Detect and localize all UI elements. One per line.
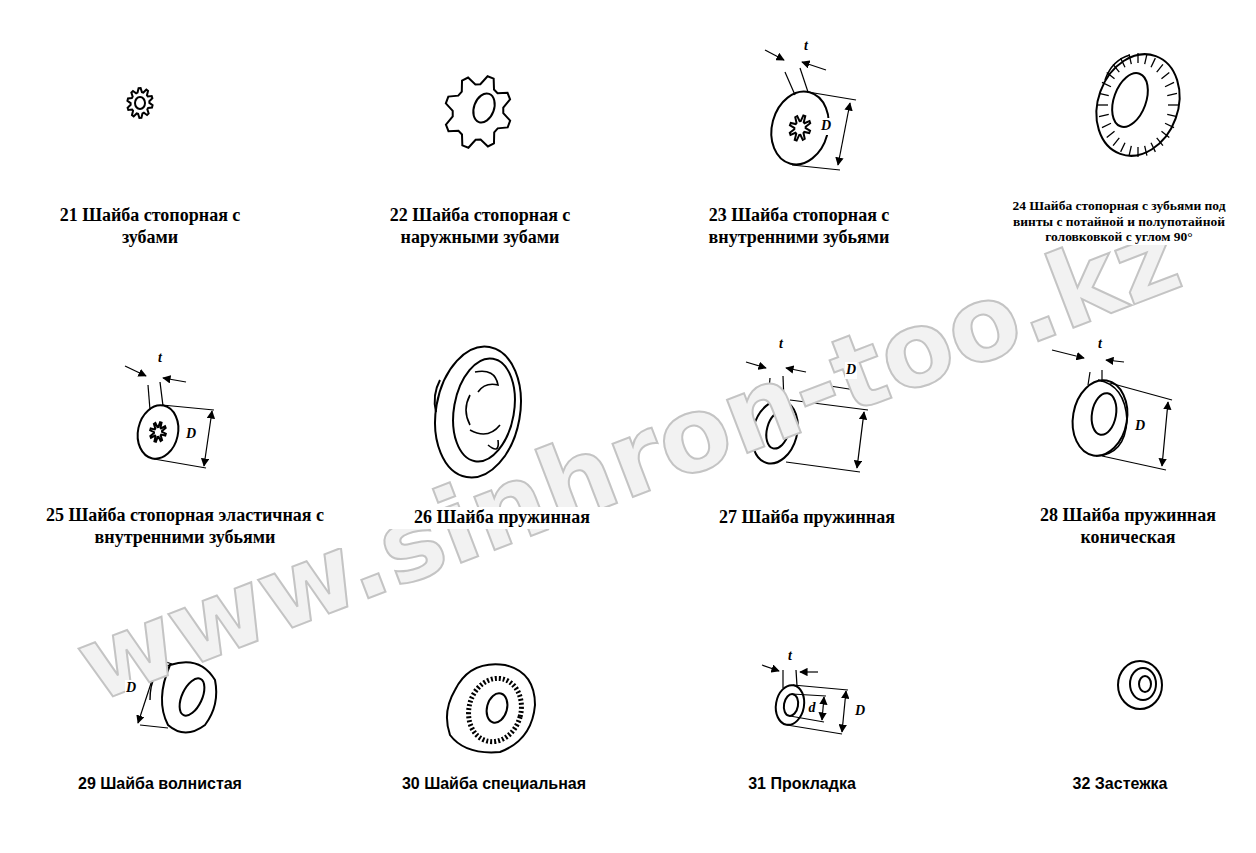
washer-28 [1052, 350, 1172, 470]
tooth-line [1137, 147, 1138, 157]
caption: 26 Шайба пружинная [385, 507, 619, 529]
tooth-line [1098, 104, 1108, 105]
dimension-label: D [845, 362, 857, 379]
washer-hole [469, 90, 498, 125]
tooth-line [1099, 114, 1109, 116]
caption: 28 Шайба пружинная коническая [1006, 505, 1250, 548]
caption: 22 Шайба стопорная с наружными зубами [358, 205, 602, 248]
tooth-line [1137, 53, 1138, 63]
washer-23 [763, 50, 856, 171]
dimension-label: D [185, 426, 197, 443]
tooth-line [1168, 104, 1178, 105]
washer-hole [135, 97, 145, 109]
tooth-line [1102, 123, 1111, 127]
dimension-label: d [808, 700, 817, 717]
tooth-line [1167, 114, 1177, 116]
toothed-washer [436, 68, 519, 157]
tooth-line [1102, 82, 1111, 86]
tooth-line [1107, 73, 1115, 79]
inner-teeth [148, 421, 168, 444]
tooth-line [1099, 93, 1109, 95]
dimension-label: t [157, 350, 163, 367]
tooth-line [1145, 54, 1147, 64]
tooth-line [1165, 123, 1174, 127]
caption: 24 Шайба стопорная с зубьями под винты с… [992, 198, 1246, 245]
watermark: www.sinhron-too.kz [60, 192, 1196, 727]
tooth-line [1145, 146, 1147, 156]
caption: 27 Шайба пружинная [690, 507, 924, 529]
dimension-label: D [820, 118, 832, 135]
caption: 31 Прокладка [700, 774, 904, 793]
tooth-line [1167, 93, 1177, 95]
toothed-washer [125, 86, 155, 120]
tooth-line [1129, 146, 1131, 156]
washer-32 [1118, 661, 1162, 709]
washer-25 [125, 366, 214, 468]
caption: 30 Шайба специальная [362, 774, 626, 793]
washer-31 [762, 665, 848, 734]
caption: 29 Шайба волнистая [38, 774, 282, 793]
tooth-line [1161, 131, 1169, 137]
dimension-label: t [803, 38, 809, 55]
tooth-line [1165, 82, 1174, 86]
dimension-label: t [787, 648, 793, 665]
caption: 32 Застежка [1018, 774, 1222, 793]
washer-24 [1083, 42, 1194, 167]
caption: 21 Шайба стопорная с зубами [38, 205, 262, 248]
dimension-label: D [1134, 418, 1146, 435]
tooth-line [1129, 54, 1131, 64]
tooth-line [1157, 138, 1163, 146]
caption: 25 Шайба стопорная эластичная с внутренн… [23, 505, 347, 548]
tooth-line [1107, 131, 1115, 137]
tooth-line [1151, 58, 1155, 67]
caption: 23 Шайба стопорная с внутренними зубьями [672, 205, 926, 248]
washer-30 [447, 664, 535, 752]
tooth-line [1113, 138, 1119, 146]
dimension-label: D [125, 680, 137, 697]
tooth-line [1121, 143, 1125, 152]
tooth-line [1161, 73, 1169, 79]
dimension-label: D [854, 703, 866, 720]
tooth-line [1121, 58, 1125, 67]
dimension-label: t [1097, 336, 1103, 353]
inner-teeth [787, 113, 814, 143]
tooth-line [1151, 143, 1155, 152]
tooth-line [1113, 64, 1119, 72]
dimension-label: t [778, 336, 784, 353]
tooth-line [1157, 64, 1163, 72]
